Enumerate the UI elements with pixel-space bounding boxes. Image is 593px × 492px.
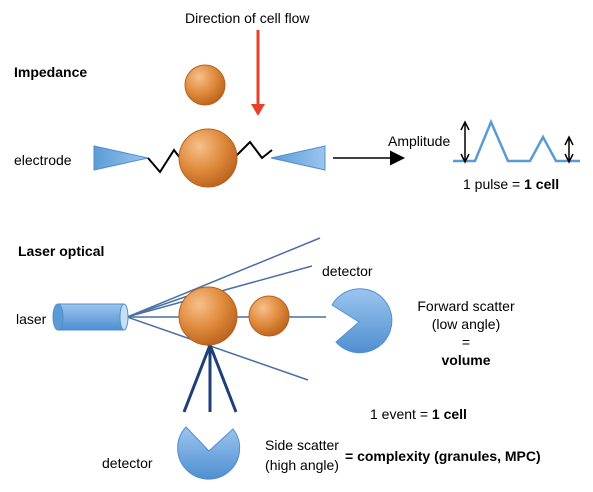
amplitude-arrow-big-top [460, 120, 470, 131]
top-detector-label: detector [322, 263, 373, 279]
forward-scatter-line1: Forward scatter [417, 298, 515, 314]
laser-label: laser [16, 311, 47, 327]
left-wire [147, 148, 181, 174]
flow-arrow-head [251, 104, 265, 116]
electrode-label: electrode [14, 152, 72, 168]
side-detector [177, 426, 241, 480]
amplitude-arrow-big-bottom [460, 153, 470, 164]
pulse-value: 1 cell [524, 176, 560, 192]
forward-detector [331, 288, 393, 354]
event-prefix: 1 event = [370, 406, 432, 422]
flow-direction-label: Direction of cell flow [185, 10, 310, 26]
forward-scatter-equals: = [461, 334, 471, 350]
event-value: 1 cell [431, 406, 467, 422]
event-caption: 1 event = 1 cell [370, 406, 467, 422]
amplitude-arrow-small-top [564, 135, 574, 146]
bottom-detector-label: detector [102, 455, 153, 471]
laser-heading: Laser optical [18, 243, 105, 259]
side-scatter-line2: (high angle) [265, 457, 339, 473]
left-electrode [93, 145, 149, 171]
small-cell-laser [248, 295, 290, 337]
right-wire [235, 140, 273, 160]
pulse-signal [453, 118, 580, 163]
pulse-caption: 1 pulse = 1 cell [463, 176, 559, 192]
impedance-heading: Impedance [14, 64, 88, 80]
side-scatter-result: = complexity (granules, MPC) [345, 448, 541, 464]
side-scatter-line1: Side scatter [265, 437, 339, 453]
side-scatter-beams [182, 344, 238, 413]
laser-source [52, 303, 129, 331]
cell-impedance [178, 128, 238, 188]
forward-scatter-line2: (low angle) [431, 316, 501, 332]
amplitude-label: Amplitude [388, 133, 451, 149]
small-cell-top [184, 64, 226, 106]
right-electrode [270, 145, 326, 171]
cell-laser [178, 286, 238, 346]
amplitude-arrow-small-bottom [564, 153, 574, 164]
pulse-prefix: 1 pulse = [463, 176, 525, 192]
forward-scatter-result: volume [441, 352, 491, 368]
